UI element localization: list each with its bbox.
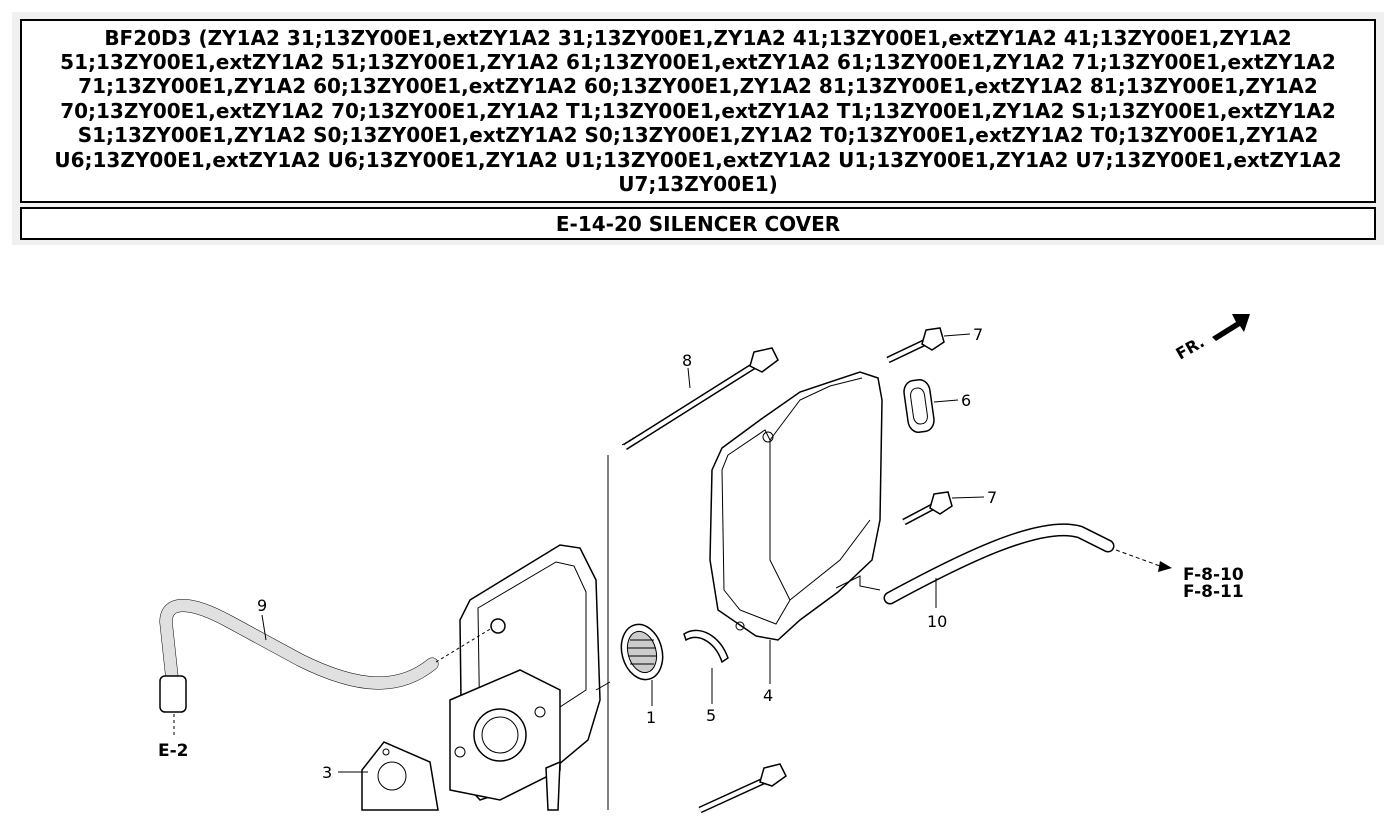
callout-5: 5 — [706, 706, 716, 725]
front-arrow-icon — [1212, 314, 1250, 341]
callout-8: 8 — [682, 351, 692, 370]
part-5-clip[interactable] — [683, 629, 729, 664]
callout-4: 4 — [763, 686, 773, 705]
part-6-grommet[interactable] — [903, 378, 936, 433]
callout-3: 3 — [322, 763, 332, 782]
leader-9 — [261, 614, 267, 641]
callout-1: 1 — [646, 708, 656, 727]
ref-f-8-11: F-8-11 — [1183, 582, 1244, 602]
callout-6: 6 — [961, 391, 971, 410]
model-applicability-text: BF20D3 (ZY1A2 31;13ZY00E1,extZY1A2 31;13… — [20, 19, 1376, 203]
part-4-silencer-cover[interactable] — [709, 371, 883, 641]
part-8-long-bolt[interactable] — [621, 347, 779, 450]
case-leader — [595, 681, 611, 691]
callout-9: 9 — [257, 596, 267, 615]
part-10-tube[interactable] — [883, 523, 1115, 605]
ref-e-2: E-2 — [158, 741, 189, 761]
part-7-screw-middle[interactable] — [902, 491, 953, 526]
part-7-screw-top[interactable] — [886, 327, 945, 364]
ref-arrowhead-icon — [1158, 561, 1172, 572]
part-1-screen[interactable] — [615, 620, 668, 684]
callout-7-middle: 7 — [987, 488, 997, 507]
leader-7b — [951, 496, 985, 499]
direction-label: FR. — [1173, 332, 1208, 363]
callout-7-top: 7 — [973, 325, 983, 344]
part-9-hose[interactable] — [159, 599, 439, 713]
tube-link-line — [835, 575, 881, 591]
hose-link-line — [435, 627, 493, 663]
part-3-gasket[interactable] — [361, 741, 439, 811]
section-title: E-14-20 SILENCER COVER — [20, 207, 1376, 240]
ref-f-8-10: F-8-10 — [1183, 565, 1244, 585]
silencer-case[interactable] — [449, 544, 601, 801]
front-direction-indicator: FR. — [1173, 314, 1250, 363]
leader-7a — [943, 333, 971, 337]
drain-fitting[interactable] — [545, 760, 561, 811]
callout-10: 10 — [927, 612, 947, 631]
ref-arrow-line — [1115, 549, 1161, 567]
leader-8 — [687, 367, 691, 389]
part-8-lower-bolt[interactable] — [698, 763, 787, 814]
leader-6 — [933, 399, 959, 403]
